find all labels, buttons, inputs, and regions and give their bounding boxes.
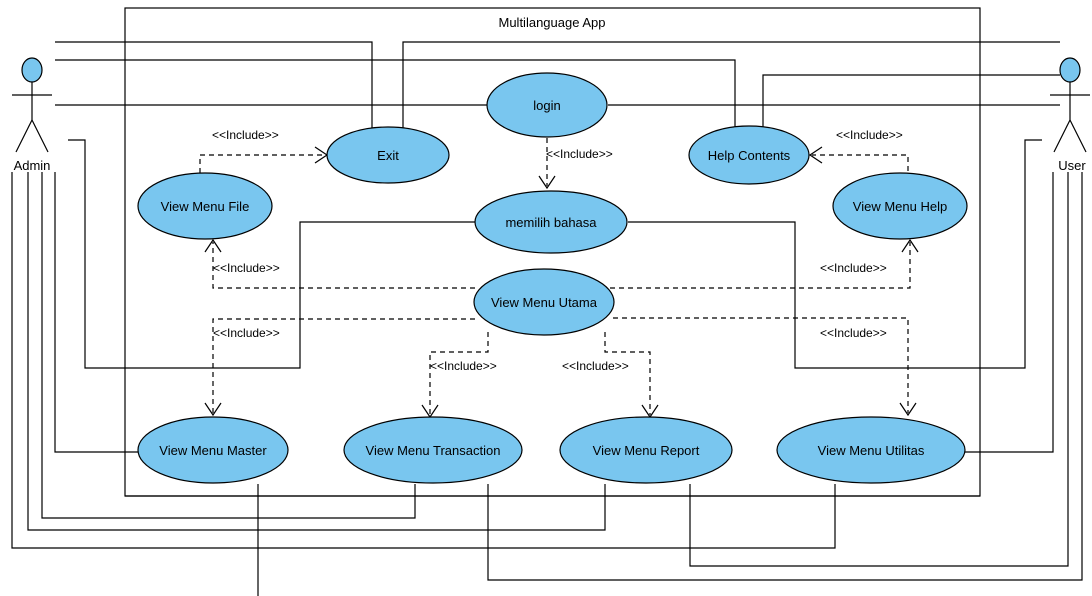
include-label-utama-utilitas: <<Include>> xyxy=(820,326,887,340)
assoc-user-help-contents xyxy=(762,74,1060,128)
use-case-view-menu-report-label: View Menu Report xyxy=(593,443,700,458)
actor-user[interactable]: User xyxy=(1050,57,1090,173)
use-case-view-menu-transaction-label: View Menu Transaction xyxy=(366,443,501,458)
use-case-view-menu-file[interactable]: View Menu File xyxy=(137,172,273,240)
include-utama-file xyxy=(212,242,475,289)
use-case-view-menu-transaction[interactable]: View Menu Transaction xyxy=(343,416,523,484)
assoc-admin-help-contents xyxy=(55,59,736,128)
include-label-utama-transaction: <<Include>> xyxy=(430,359,497,373)
use-case-view-menu-help-label: View Menu Help xyxy=(853,199,947,214)
include-utama-master-arrowhead xyxy=(204,402,222,417)
use-case-view-menu-file-label: View Menu File xyxy=(161,199,250,214)
use-case-view-menu-report[interactable]: View Menu Report xyxy=(559,416,733,484)
assoc-admin-memilih-bahasa xyxy=(68,139,475,369)
use-case-view-menu-utama[interactable]: View Menu Utama xyxy=(473,268,615,336)
assoc-user-memilih-bahasa xyxy=(628,139,1042,369)
include-labels: <<Include>> <<Include>> <<Include>> <<In… xyxy=(212,128,903,373)
include-help-helpcontents-arrowhead xyxy=(808,146,823,164)
assoc-user-view-menu-report xyxy=(689,172,1069,567)
include-utama-master xyxy=(212,318,475,413)
assoc-user-view-menu-utilitas xyxy=(965,172,1054,453)
assoc-user-exit xyxy=(402,41,1060,130)
assoc-admin-view-menu-report xyxy=(27,172,606,531)
include-utama-file-arrowhead xyxy=(204,238,222,253)
use-cases: login Exit Help Contents memilih bahasa … xyxy=(137,72,968,484)
use-case-help-contents-label: Help Contents xyxy=(708,148,791,163)
use-case-exit[interactable]: Exit xyxy=(326,126,450,184)
include-utama-utilitas-arrowhead xyxy=(899,402,917,417)
include-label-utama-report: <<Include>> xyxy=(562,359,629,373)
use-case-view-menu-master[interactable]: View Menu Master xyxy=(137,416,289,484)
use-case-view-menu-help[interactable]: View Menu Help xyxy=(832,172,968,240)
include-label-utama-master: <<Include>> xyxy=(213,326,280,340)
use-case-view-menu-master-label: View Menu Master xyxy=(159,443,267,458)
include-label-help-helpcontents: <<Include>> xyxy=(836,128,903,142)
use-case-memilih-bahasa-label: memilih bahasa xyxy=(505,215,597,230)
use-case-view-menu-utilitas-label: View Menu Utilitas xyxy=(818,443,925,458)
actor-admin[interactable]: Admin xyxy=(12,57,52,173)
assoc-admin-view-menu-transaction xyxy=(41,172,416,519)
use-case-help-contents[interactable]: Help Contents xyxy=(688,125,810,185)
include-login-bahasa-arrowhead xyxy=(538,175,556,190)
include-utama-transaction xyxy=(429,332,489,415)
system-title: Multilanguage App xyxy=(499,15,606,30)
include-utama-help xyxy=(610,242,911,289)
use-case-view-menu-utama-label: View Menu Utama xyxy=(491,295,598,310)
include-label-file-exit: <<Include>> xyxy=(212,128,279,142)
use-case-login-label: login xyxy=(533,98,560,113)
actor-admin-label: Admin xyxy=(14,158,51,173)
include-label-login-bahasa: <<Include>> xyxy=(546,147,613,161)
include-label-utama-file: <<Include>> xyxy=(213,261,280,275)
include-label-utama-help: <<Include>> xyxy=(820,261,887,275)
associations xyxy=(11,41,1083,596)
actor-user-head xyxy=(1059,57,1081,83)
assoc-admin-view-menu-utilitas xyxy=(11,172,836,549)
include-file-exit xyxy=(199,154,325,173)
use-case-login[interactable]: login xyxy=(486,72,608,138)
use-case-view-menu-utilitas[interactable]: View Menu Utilitas xyxy=(776,416,966,484)
include-utama-report xyxy=(604,332,651,415)
include-utama-help-arrowhead xyxy=(901,238,919,253)
actor-user-label: User xyxy=(1058,158,1086,173)
actor-admin-head xyxy=(21,57,43,83)
assoc-admin-view-menu-master xyxy=(54,172,138,453)
assoc-user-view-menu-transaction xyxy=(487,172,1083,581)
assoc-admin-exit xyxy=(55,41,373,130)
use-case-memilih-bahasa[interactable]: memilih bahasa xyxy=(474,190,628,254)
use-case-exit-label: Exit xyxy=(377,148,399,163)
